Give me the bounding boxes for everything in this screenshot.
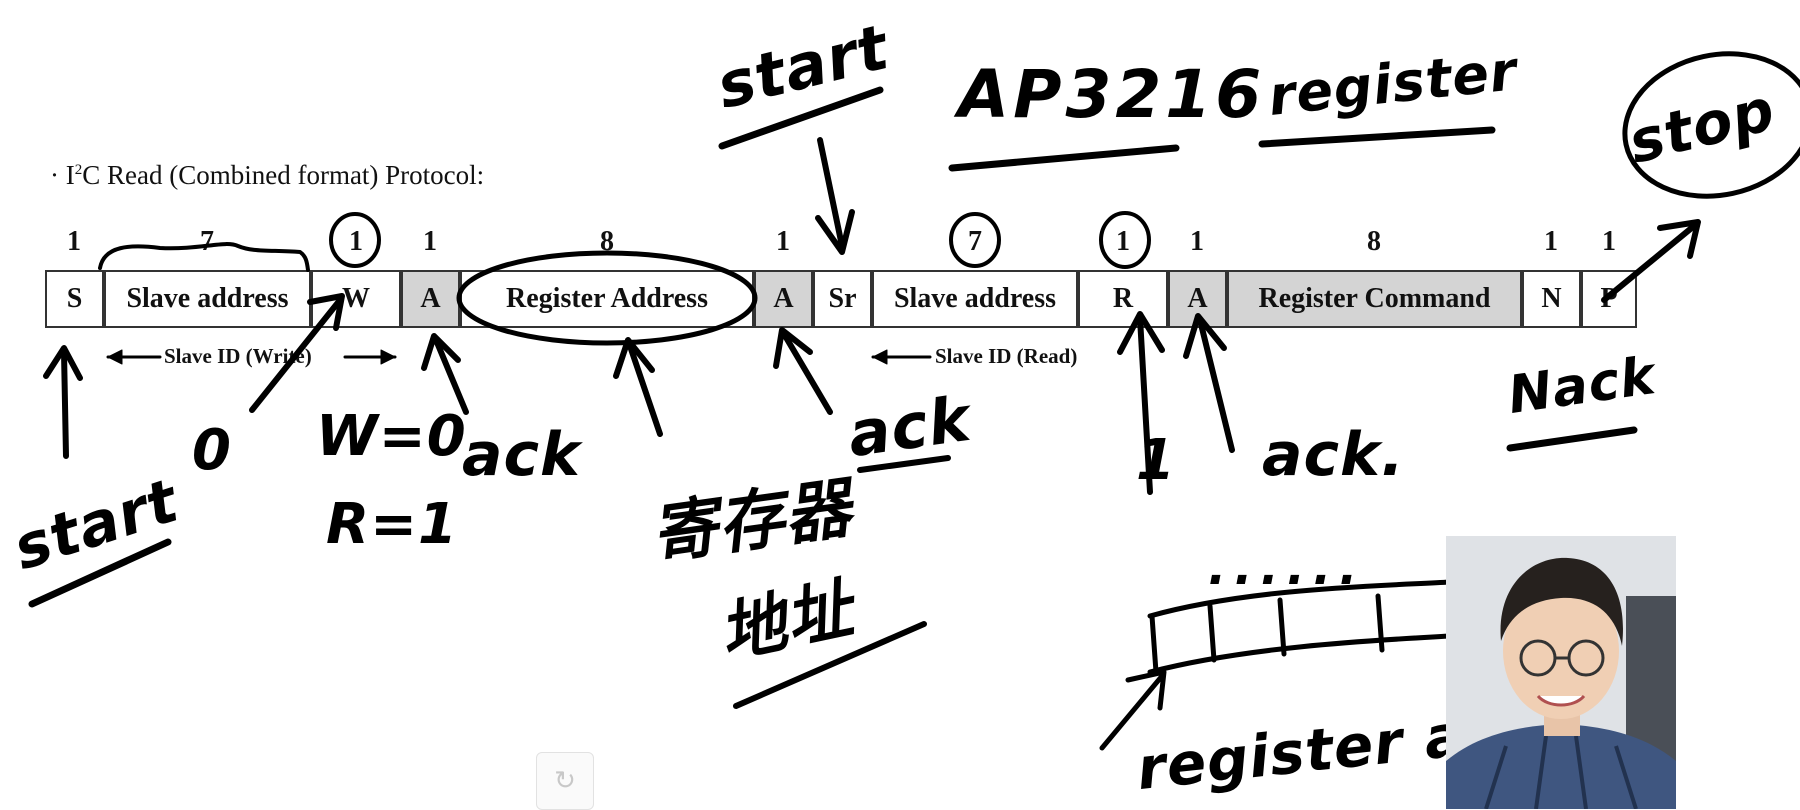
redo-button[interactable]: ↻ [536, 752, 594, 810]
presenter-portrait [1446, 536, 1676, 809]
hw-ack-1: ack [462, 420, 581, 490]
bits-ack-1: 1 [423, 226, 437, 257]
bits-ack-3: 1 [1190, 226, 1204, 257]
presenter-video [1446, 536, 1676, 809]
field-slave-address-write: Slave address [104, 270, 311, 328]
slave-id-read-label: Slave ID (Read) [935, 344, 1078, 368]
hw-start-left: start [5, 465, 187, 585]
field-write-bit: W [311, 270, 401, 328]
field-repeated-start: Sr [813, 270, 872, 328]
field-register-command: Register Command [1227, 270, 1522, 328]
field-read-bit: R [1078, 270, 1168, 328]
field-ack-1: A [401, 270, 460, 328]
hw-w-equals: W=0 [316, 404, 467, 469]
bits-register-address: 8 [600, 226, 614, 257]
hw-chip-name: AP3216 [958, 56, 1266, 133]
bits-register-command: 8 [1367, 226, 1381, 257]
field-ack-2: A [754, 270, 813, 328]
bits-read: 1 [1116, 226, 1130, 257]
hw-r-equals: R=1 [326, 492, 459, 557]
slave-id-write-label: Slave ID (Write) [164, 344, 312, 368]
bits-start: 1 [67, 226, 81, 257]
field-start: S [45, 270, 104, 328]
bits-write: 1 [349, 226, 363, 257]
hw-nack: Nack [1504, 345, 1660, 427]
redo-icon: ↻ [554, 766, 576, 795]
field-register-address: Register Address [460, 270, 754, 328]
hw-dots: ...... [1208, 540, 1366, 596]
hw-start-top: start [709, 10, 896, 123]
bits-slave-address-read: 7 [968, 226, 982, 257]
protocol-title: · I2C Read (Combined format) Protocol: [50, 160, 485, 190]
hw-stop: stop [1621, 75, 1782, 177]
field-nack: N [1522, 270, 1581, 328]
hw-chinese-address: 地址 [712, 569, 860, 673]
bits-stop: 1 [1602, 226, 1616, 257]
hw-ack-2: ack [843, 381, 976, 472]
hw-register: register [1265, 39, 1521, 128]
hw-one: 1 [1136, 428, 1176, 493]
bits-ack-2: 1 [776, 226, 790, 257]
bits-slave-address-write: 7 [200, 226, 214, 257]
field-slave-address-read: Slave address [872, 270, 1078, 328]
hw-zero: 0 [192, 418, 232, 483]
field-stop: P [1581, 270, 1637, 328]
field-ack-3: A [1168, 270, 1227, 328]
hw-ack-3: ack. [1262, 420, 1405, 490]
bits-nack: 1 [1544, 226, 1558, 257]
